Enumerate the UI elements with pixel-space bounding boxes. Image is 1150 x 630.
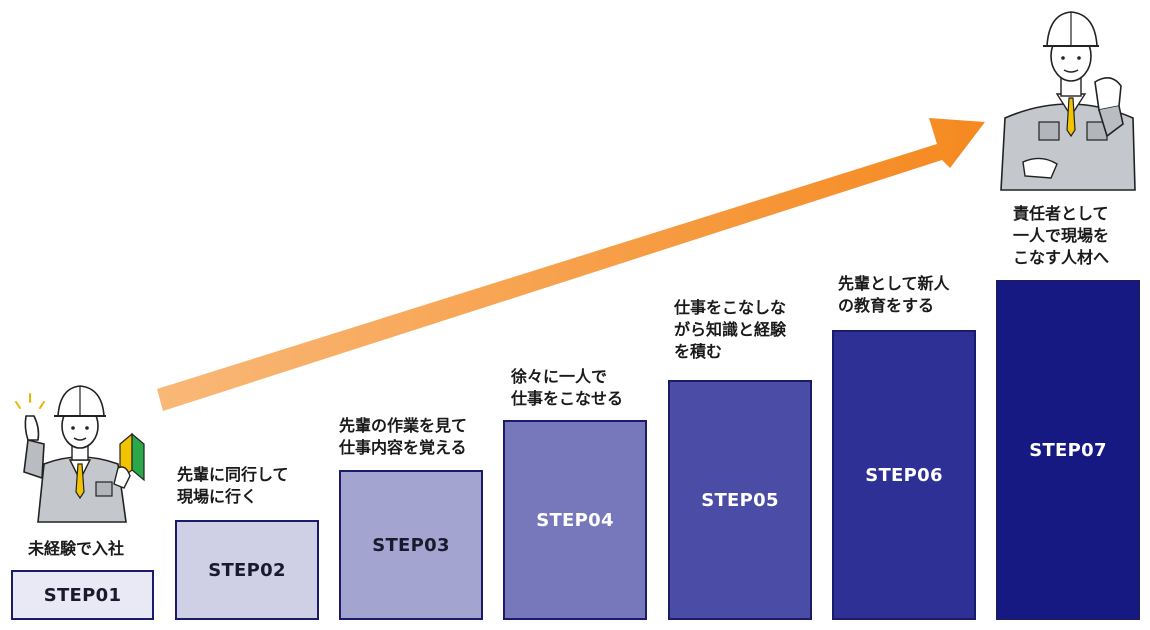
step-5-description: 仕事をこなしな がら知識と経験 を積む xyxy=(674,298,787,361)
beginner-worker-icon xyxy=(15,385,145,523)
step-6-label: STEP06 xyxy=(865,464,943,486)
step-1-label: STEP01 xyxy=(43,584,122,606)
step-5-label: STEP05 xyxy=(701,489,779,511)
step-5-box: STEP05 xyxy=(668,380,812,620)
step-4-box: STEP04 xyxy=(503,420,647,620)
step-6-box: STEP06 xyxy=(832,330,976,620)
step-3-box: STEP03 xyxy=(339,470,483,620)
step-2-box: STEP02 xyxy=(175,520,319,620)
step-2-label: STEP02 xyxy=(208,559,286,581)
experienced-worker-icon xyxy=(1000,11,1136,191)
step-7-label: STEP07 xyxy=(1029,439,1107,461)
step-4-label: STEP04 xyxy=(536,509,614,531)
step-7-description: 責任者として 一人で現場を こなす人材へ xyxy=(1013,204,1110,267)
step-1-description: 未経験で入社 xyxy=(28,539,125,558)
step-7-box: STEP07 xyxy=(996,280,1140,620)
step-3-description: 先輩の作業を見て 仕事内容を覚える xyxy=(339,416,468,457)
step-1-box: STEP01 xyxy=(11,570,154,620)
step-3-label: STEP03 xyxy=(372,534,450,556)
step-2-description: 先輩に同行して 現場に行く xyxy=(177,465,289,506)
step-4-description: 徐々に一人で 仕事をこなせる xyxy=(511,367,624,408)
step-6-description: 先輩として新人 の教育をする xyxy=(838,274,950,315)
